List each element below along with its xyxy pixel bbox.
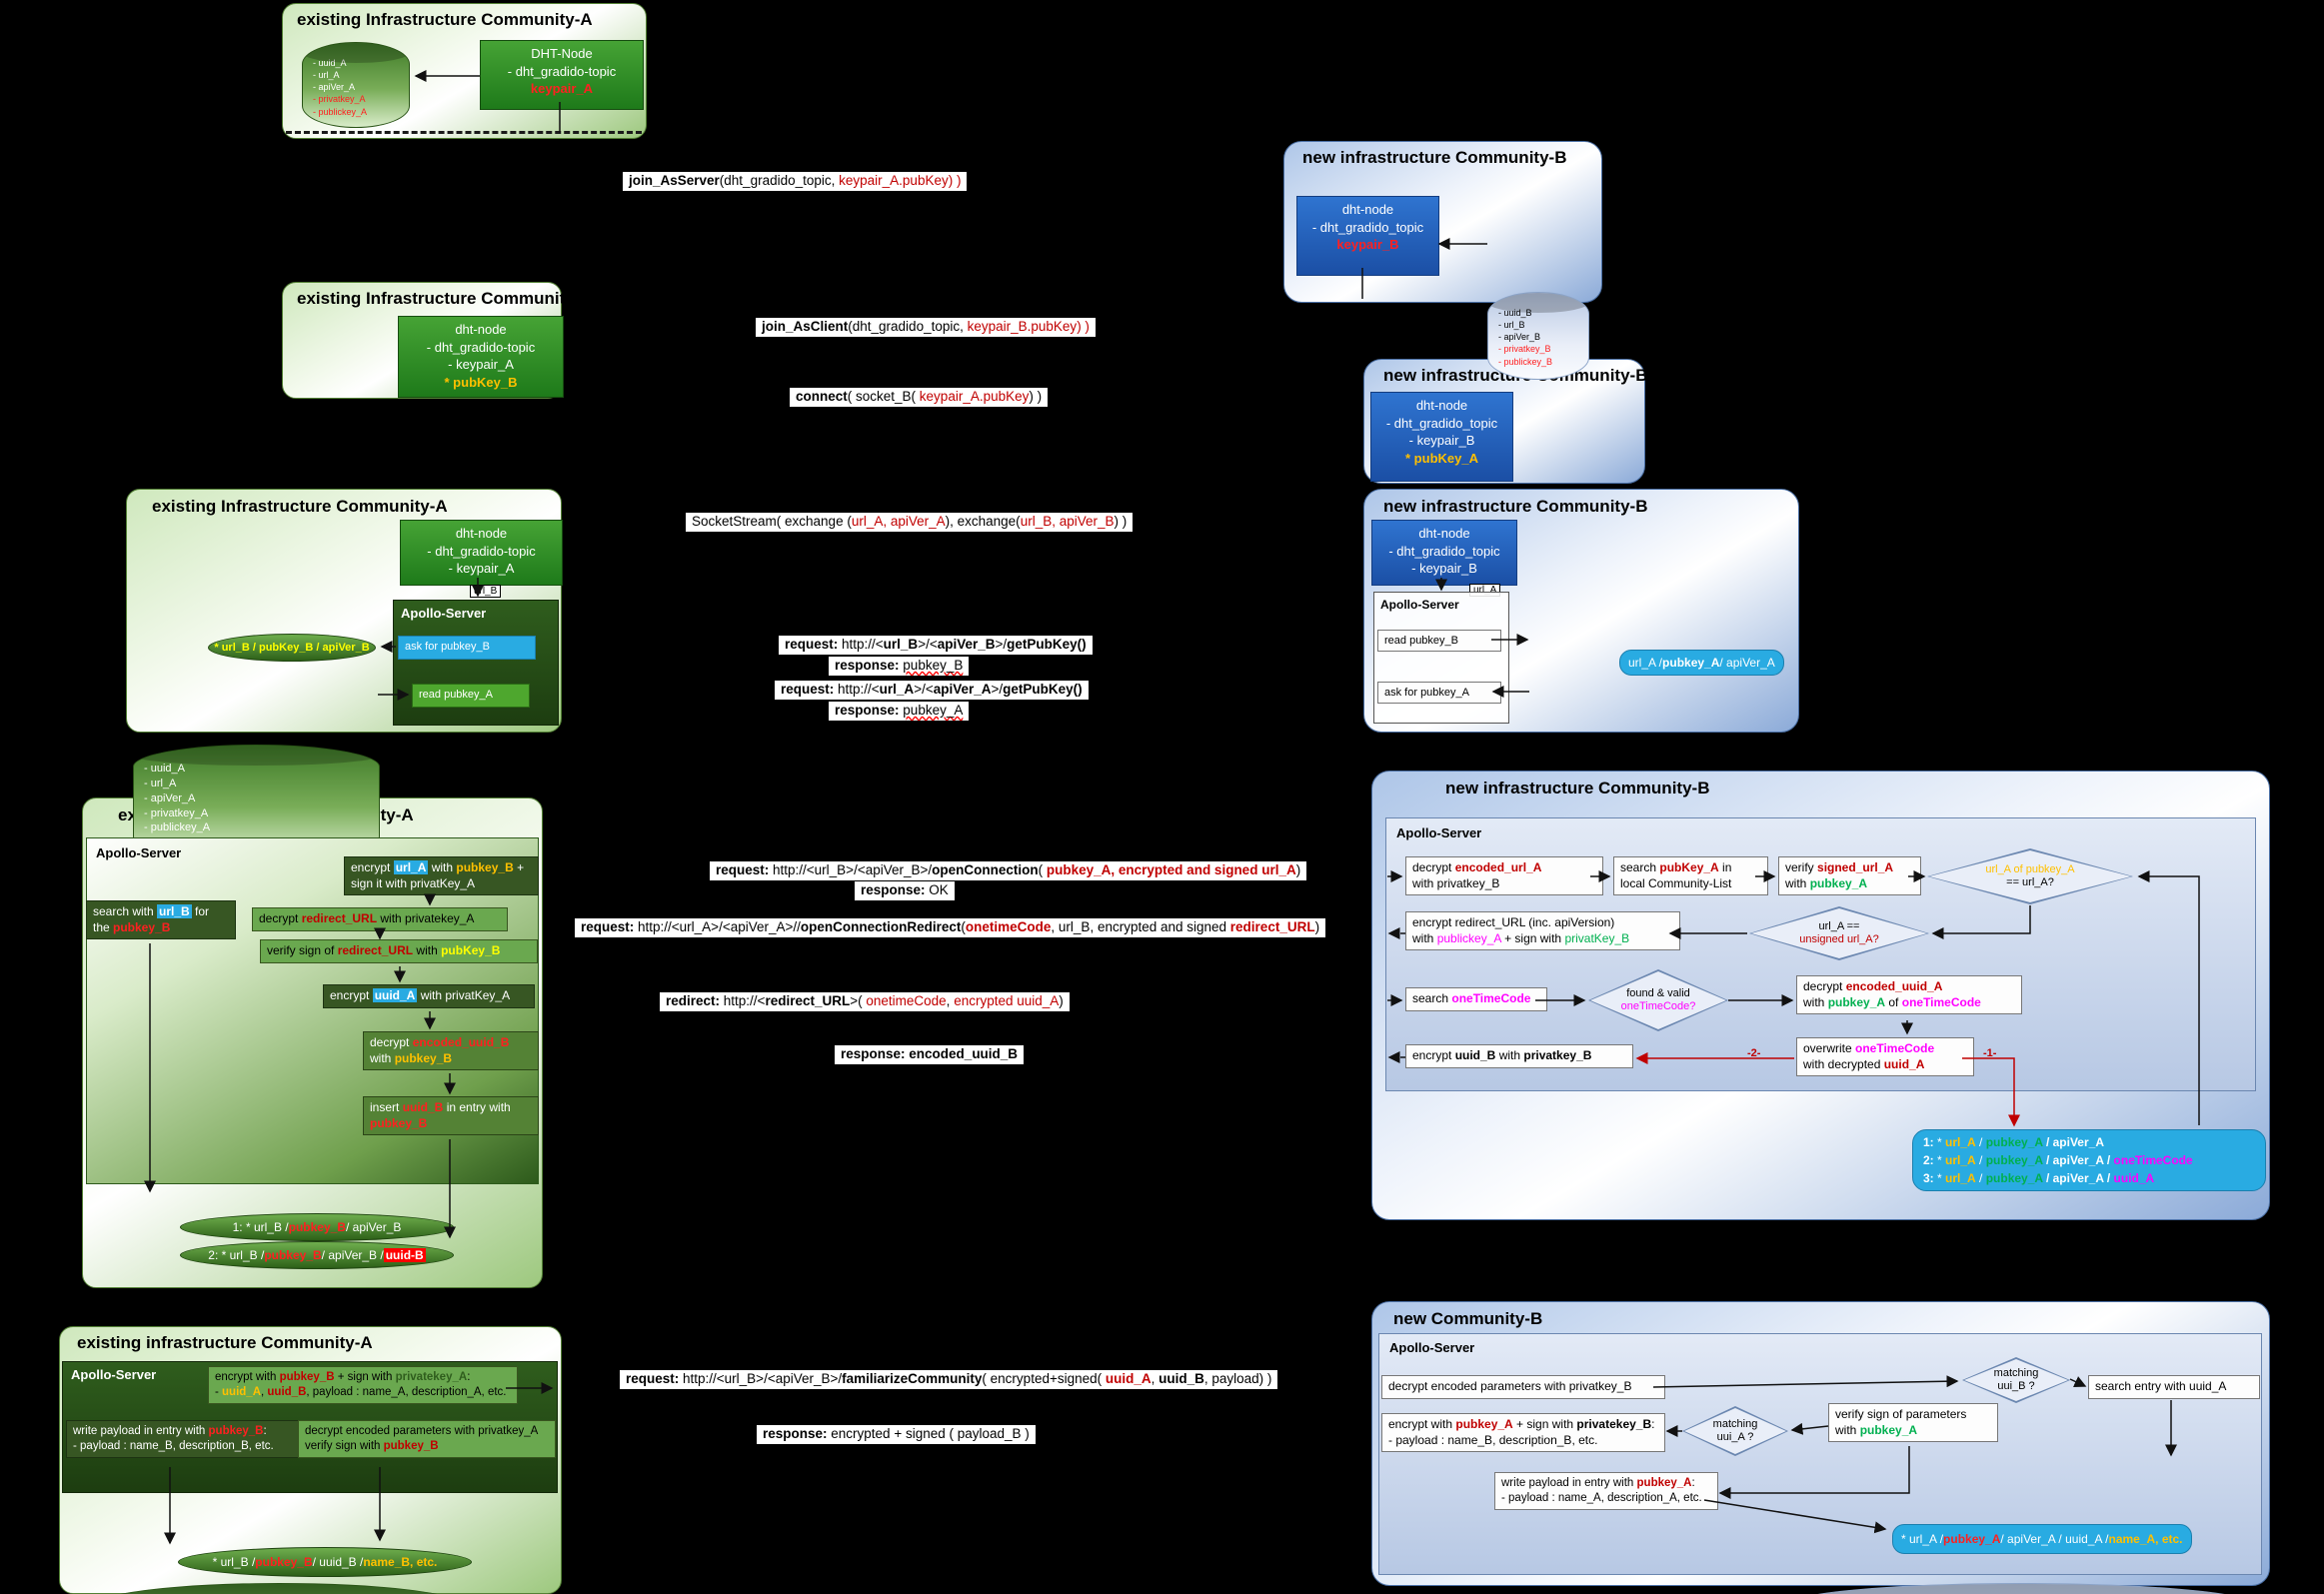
msg-response-pubkey-a: response: pubkey_A — [829, 702, 970, 721]
apollo-server-b5-label: Apollo-Server — [1389, 1340, 1475, 1355]
community-a5-title: existing infrastructure Community-A — [77, 1333, 373, 1352]
apollo-server-b3-label: Apollo-Server — [1380, 598, 1459, 612]
op-read-pubkey-a: read pubkey_A — [412, 684, 530, 708]
community-b3-title: new infrastructure Community-B — [1383, 497, 1648, 516]
apollo-server-b3: Apollo-Server — [1373, 592, 1509, 724]
url-b-label: url_B — [470, 585, 502, 598]
op-decrypt-params-a: decrypt encoded parameters with privatke… — [298, 1420, 556, 1458]
db-fields-b1: - uuid_B- url_B- apiVer_B- privatkey_B- … — [1498, 308, 1553, 367]
op-encrypt-with-pubkey-b: encrypt with pubkey_B + sign with privat… — [208, 1366, 518, 1404]
db-fields-a1: - uuid_A- url_A- apiVer_A- privatkey_A- … — [313, 58, 368, 117]
db-entry-a5: * url_B / pubkey_B / uuid_B / name_B, et… — [178, 1547, 472, 1577]
dht-node-a3: dht-node- dht_gradido-topic- keypair_A — [400, 520, 563, 586]
db-entry-a4-2: 2: * url_B / pubkey_B / apiVer_B / uuid-… — [180, 1241, 454, 1269]
dht-node-b2: dht-node- dht_gradido_topic- keypair_B* … — [1370, 392, 1513, 482]
op-decrypt-redirect-url: decrypt redirect_URL with privatekey_A — [252, 907, 508, 931]
decision-url-a-of-pubkey-a-text: url_A of pubkey_A== url_A? — [1929, 850, 2131, 902]
community-b4-title: new infrastructure Community-B — [1445, 779, 1710, 797]
community-a1-title: existing Infrastructure Community-A — [297, 10, 593, 29]
db-entry-b3: url_A / pubkey_A / apiVer_A — [1619, 650, 1784, 676]
db-entry-a4-1: 1: * url_B / pubkey_B / apiVer_B — [180, 1213, 454, 1241]
msg-join-as-server: join_AsServer(dht_gradido_topic, keypair… — [623, 172, 968, 191]
branch-label-2: -2- — [1747, 1047, 1761, 1059]
msg-request-familiarize: request: http://<url_B>/<apiVer_B>/famil… — [620, 1370, 1278, 1389]
op-encrypt-with-pubkey-a: encrypt with pubkey_A + sign with privat… — [1381, 1413, 1665, 1453]
op-search-onetimecode: search oneTimeCode — [1405, 987, 1547, 1011]
msg-request-getpubkey-b: request: http://<url_B>/<apiVer_B>/getPu… — [779, 636, 1093, 655]
msg-response-encoded-uuid-b: response: encoded_uuid_B — [835, 1045, 1025, 1064]
msg-request-openconnection: request: http://<url_B>/<apiVer_B>/openC… — [710, 861, 1307, 880]
op-encrypt-uuid-a: encrypt uuid_A with privatKey_A — [323, 984, 535, 1008]
db-entry-b5: * url_A / pubkey_A / apiVer_A / uuid_A /… — [1892, 1524, 2192, 1554]
decision-url-a-unsigned-text: url_A ==unsigned url_A? — [1751, 908, 1927, 958]
op-write-payload-pubkey-b: write payload in entry with pubkey_B:- p… — [66, 1420, 302, 1458]
op-decrypt-params-b: decrypt encoded parameters with privatke… — [1381, 1375, 1665, 1399]
decision-url-a-of-pubkey-a: url_A of pubkey_A== url_A? — [1927, 848, 2133, 904]
apollo-server-a3-label: Apollo-Server — [401, 606, 487, 621]
dht-node-b3: dht-node- dht_gradido_topic- keypair_B — [1371, 520, 1517, 586]
community-a2-title: existing Infrastructure Community-A — [297, 289, 593, 308]
community-b1-title: new infrastructure Community-B — [1302, 148, 1567, 167]
msg-join-as-client: join_AsClient(dht_gradido_topic, keypair… — [756, 318, 1096, 337]
msg-request-getpubkey-a: request: http://<url_A>/<apiVer_A>/getPu… — [775, 681, 1089, 700]
decision-url-a-unsigned: url_A ==unsigned url_A? — [1749, 906, 1929, 960]
community-a1-dashed-edge — [286, 131, 642, 134]
db-entries-b4: 1: * url_A / pubkey_A / apiVer_A 2: * ur… — [1912, 1129, 2266, 1191]
op-write-payload-pubkey-a: write payload in entry with pubkey_A:- p… — [1494, 1472, 1718, 1510]
msg-request-openconnection-redirect: request: http://<url_A>/<apiVer_A>//open… — [575, 918, 1326, 937]
db-cylinder-a1: - uuid_A- url_A- apiVer_A- privatkey_A- … — [302, 42, 410, 128]
msg-redirect: redirect: http://<redirect_URL>( onetime… — [660, 992, 1070, 1011]
op-ask-for-pubkey-b: ask for pubkey_B — [398, 636, 536, 660]
msg-response-ok: response: OK — [855, 881, 955, 900]
apollo-server-b4-label: Apollo-Server — [1396, 825, 1482, 840]
op-encrypt-uuid-b: encrypt uuid_B with privatkey_B — [1405, 1044, 1633, 1068]
community-b5-title: new Community-B — [1393, 1309, 1543, 1328]
msg-socket-stream: SocketStream( exchange (url_A, apiVer_A)… — [686, 513, 1134, 532]
op-read-pubkey-b: read pubkey_B — [1377, 630, 1501, 652]
db-entry-a3: * url_B / pubKey_B / apiVer_B — [208, 634, 376, 662]
db-entry-b4-3: 3: * url_A / pubkey_A / apiVer_A / uuid_… — [1923, 1171, 2155, 1185]
msg-response-pubkey-b: response: pubkey_B — [829, 657, 970, 676]
db-entry-b4-1: 1: * url_A / pubkey_A / apiVer_A — [1923, 1135, 2104, 1149]
dht-node-a2: dht-node- dht_gradido-topic- keypair_A* … — [398, 316, 564, 398]
db-entry-b4-2: 2: * url_A / pubkey_A / apiVer_A / oneTi… — [1923, 1153, 2193, 1167]
db-fields-a3: - uuid_A- url_A- apiVer_A- privatkey_A- … — [144, 763, 211, 834]
op-encrypt-redirect-url: encrypt redirect_URL (inc. apiVersion)wi… — [1405, 911, 1680, 951]
msg-response-payload-b: response: encrypted + signed ( payload_B… — [757, 1425, 1036, 1444]
op-search-entry-uuid-a: search entry with uuid_A — [2088, 1375, 2260, 1399]
apollo-server-a5-label: Apollo-Server — [71, 1367, 157, 1382]
community-a3-title: existing Infrastructure Community-A — [152, 497, 448, 516]
branch-label-1: -1- — [1983, 1047, 1997, 1059]
msg-connect: connect( socket_B( keypair_A.pubKey) ) — [790, 388, 1049, 407]
op-ask-for-pubkey-a: ask for pubkey_A — [1377, 682, 1501, 704]
apollo-server-a4-label: Apollo-Server — [96, 845, 182, 860]
op-verify-sign-redirect-url: verify sign of redirect_URL with pubKey_… — [260, 939, 538, 963]
op-encrypt-url-a: encrypt url_A with pubkey_B +sign it wit… — [344, 856, 539, 896]
db-cylinder-b1: - uuid_B- url_B- apiVer_B- privatkey_B- … — [1487, 292, 1589, 380]
